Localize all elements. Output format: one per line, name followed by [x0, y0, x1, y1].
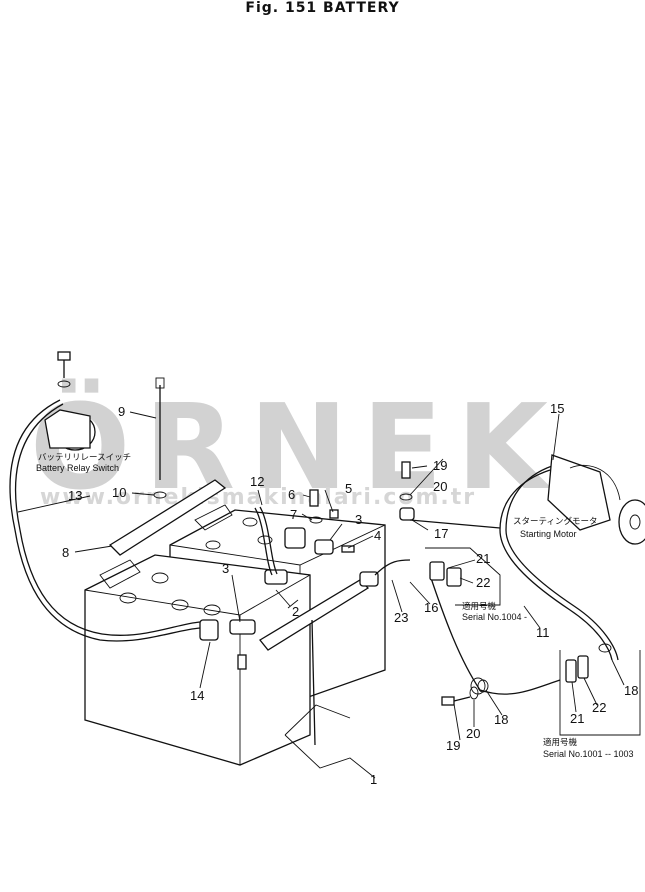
serial-note-1001-1003: Serial No.1001 -- 1003	[543, 749, 634, 759]
bolt-washer-bottom	[441, 677, 489, 706]
callout-10: 10	[112, 485, 126, 500]
callout-5: 5	[345, 481, 352, 496]
callout-19b: 19	[446, 738, 460, 753]
callout-15: 15	[550, 401, 564, 416]
callout-22b: 22	[592, 700, 606, 715]
relay-switch-en-label: Battery Relay Switch	[36, 463, 119, 473]
starting-motor-jp-label: スターティングモータ	[513, 516, 598, 527]
watermark-logo: ÖRNEK	[30, 378, 562, 516]
callout-7: 7	[290, 507, 297, 522]
connector-detail-upper: 適用号機 Serial No.1004 -	[425, 547, 527, 622]
callout-11: 11	[536, 625, 550, 640]
callout-6: 6	[288, 487, 295, 502]
callout-20a: 20	[433, 479, 447, 494]
callout-14: 14	[190, 688, 204, 703]
callout-19a: 19	[433, 458, 447, 473]
callout-16: 16	[424, 600, 438, 615]
callout-9: 9	[118, 404, 125, 419]
callout-3b: 3	[355, 512, 362, 527]
battery-front	[84, 554, 311, 766]
callout-18a: 18	[624, 683, 638, 698]
serial-note-1001-jp: 適用号機	[543, 737, 578, 748]
callout-23: 23	[394, 610, 408, 625]
serial-note-1004-jp: 適用号機	[462, 601, 497, 612]
watermark-url: www.ornekismakinalari.com.tr	[40, 485, 476, 510]
serial-note-1004: Serial No.1004 -	[462, 612, 527, 622]
callout-numbers: 1 2 3 3 4 5 6 7 8 9 10 11 12 13 14 15 16…	[62, 401, 638, 787]
battery-relay-switch: バッテリリレースイッチ Battery Relay Switch	[36, 351, 131, 473]
callout-21b: 21	[570, 711, 584, 726]
callout-13: 13	[68, 488, 82, 503]
connector-detail-lower: 適用号機 Serial No.1001 -- 1003	[543, 643, 641, 759]
callout-22a: 22	[476, 575, 490, 590]
hold-down-bar-8	[108, 377, 370, 746]
callout-4: 4	[374, 528, 381, 543]
relay-switch-jp-label: バッテリリレースイッチ	[38, 453, 131, 463]
callout-2: 2	[292, 604, 299, 619]
terminal-clamps	[199, 461, 415, 670]
callout-20b: 20	[466, 726, 480, 741]
callout-21a: 21	[476, 551, 490, 566]
callout-18b: 18	[494, 712, 508, 727]
callout-12: 12	[250, 474, 264, 489]
leader-lines	[17, 411, 625, 779]
figure-title: Fig. 151 BATTERY	[245, 0, 400, 16]
callout-8: 8	[62, 545, 69, 560]
starting-motor: スターティングモータ Starting Motor	[513, 454, 645, 545]
callout-1: 1	[370, 772, 377, 787]
callout-3a: 3	[222, 561, 229, 576]
battery-cables	[9, 399, 619, 695]
callout-17: 17	[434, 526, 448, 541]
starting-motor-en-label: Starting Motor	[520, 529, 577, 539]
